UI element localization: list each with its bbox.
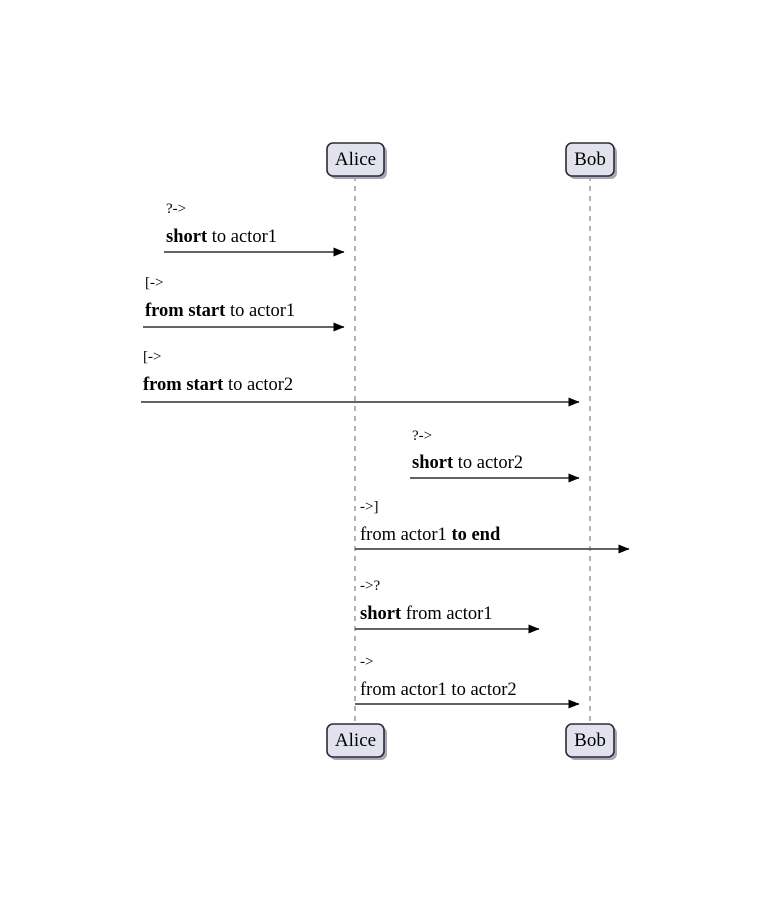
message-2[interactable]: [-> from start to actor1 <box>143 275 345 332</box>
message-text-segment: to actor1 <box>207 227 277 247</box>
actor-label-actor1: Alice <box>335 730 376 751</box>
message-arrow-label-2: [-> <box>145 275 163 291</box>
message-text-1: short to actor1 <box>166 227 277 247</box>
actor-box-actor2-top[interactable]: Bob <box>565 142 617 179</box>
message-text-7: from actor1 to actor2 <box>360 680 517 700</box>
message-text-segment: from actor1 <box>401 604 492 624</box>
message-text-6: short from actor1 <box>360 604 493 624</box>
message-arrow-label-5: ->] <box>360 499 378 515</box>
actor-label-actor2: Bob <box>574 730 606 751</box>
message-arrow-label-4: ?-> <box>412 428 432 444</box>
actor-box-actor1-bottom[interactable]: Alice <box>326 723 387 760</box>
actor-box-rect <box>326 142 385 177</box>
message-arrow-label-3: [-> <box>143 349 161 365</box>
lifelines-group <box>354 176 591 724</box>
message-text-segment: from actor1 to actor2 <box>360 680 517 700</box>
message-5[interactable]: ->] from actor1 to end <box>355 499 630 554</box>
message-text-segment: short <box>412 453 454 473</box>
message-3[interactable]: [-> from start to actor2 <box>141 349 580 407</box>
message-arrow-label-1: ?-> <box>166 201 186 217</box>
message-text-4: short to actor2 <box>412 453 523 473</box>
message-text-segment: from start <box>145 301 226 321</box>
message-arrow-label-6: ->? <box>360 578 380 594</box>
messages-group: ?-> short to actor1 [-> from start to actor… <box>141 201 630 709</box>
actor-box-rect <box>326 723 385 758</box>
message-text-3: from start to actor2 <box>143 375 293 395</box>
actor-box-actor2-bottom[interactable]: Bob <box>565 723 617 760</box>
actor-label-actor1: Alice <box>335 149 376 170</box>
message-arrow-label-7: -> <box>360 654 373 670</box>
message-6[interactable]: ->? short from actor1 <box>355 578 540 634</box>
message-text-segment: from actor1 <box>360 525 451 545</box>
message-7[interactable]: -> from actor1 to actor2 <box>355 654 580 709</box>
message-4[interactable]: ?-> short to actor2 <box>410 428 580 483</box>
message-text-segment: short <box>360 604 402 624</box>
message-text-segment: to actor1 <box>225 301 295 321</box>
message-text-segment: to actor2 <box>223 375 293 395</box>
message-text-segment: to end <box>451 525 501 545</box>
message-text-5: from actor1 to end <box>360 525 501 545</box>
actor-label-actor2: Bob <box>574 149 606 170</box>
message-text-segment: from start <box>143 375 224 395</box>
message-text-segment: to actor2 <box>453 453 523 473</box>
message-1[interactable]: ?-> short to actor1 <box>164 201 345 257</box>
message-text-segment: short <box>166 227 208 247</box>
actor-box-actor1-top[interactable]: Alice <box>326 142 387 179</box>
message-text-2: from start to actor1 <box>145 301 295 321</box>
actor-box-rect <box>565 723 615 758</box>
actor-box-rect <box>565 142 615 177</box>
